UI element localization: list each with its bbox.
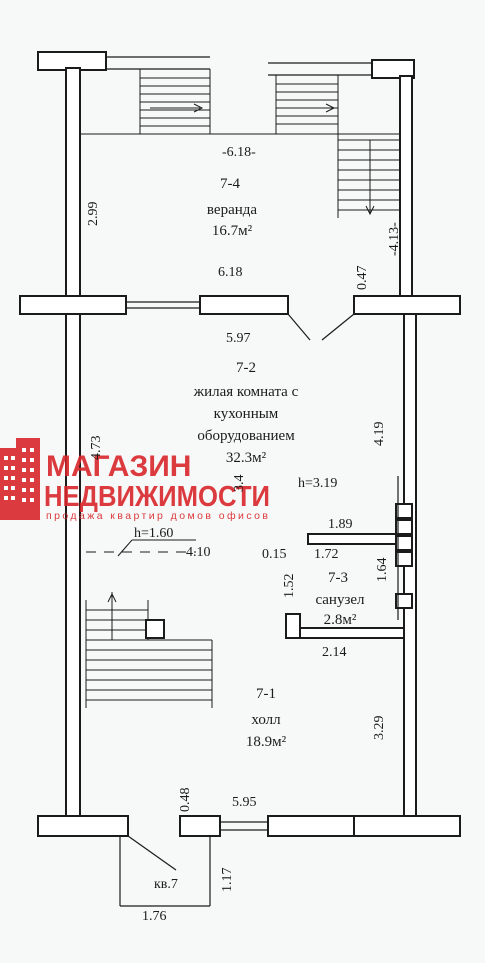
dim-bath-left: 1.52 bbox=[282, 574, 297, 599]
wall-veranda-right bbox=[399, 75, 413, 299]
dimension-labels: -6.18- 2.99 -4.13- 6.18 0.47 5.97 4.73 4… bbox=[86, 145, 402, 924]
fixture-4 bbox=[395, 551, 413, 567]
dim-hall-wall: 0.48 bbox=[178, 788, 193, 813]
living-name-3: оборудованием bbox=[197, 428, 295, 444]
dim-wall-thickness: 0.47 bbox=[355, 266, 370, 291]
fixture-2 bbox=[395, 519, 413, 535]
watermark-line2: НЕДВИЖИМОСТИ bbox=[44, 481, 270, 513]
dim-living-mid: 4.10 bbox=[186, 545, 211, 560]
wall-mid-center bbox=[199, 295, 289, 315]
dim-stair-partial: 3.4 bbox=[232, 475, 247, 493]
door-swing-right bbox=[321, 313, 355, 341]
wall-bath-top bbox=[307, 533, 405, 545]
wall-veranda-left bbox=[65, 67, 81, 299]
dim-porch-height: 1.17 bbox=[220, 868, 235, 893]
wall-top-right-cap bbox=[371, 59, 415, 79]
dim-porch-width: 1.76 bbox=[142, 909, 167, 924]
dim-bath-bottom: 2.14 bbox=[322, 645, 347, 660]
stairs bbox=[80, 69, 400, 708]
bath-name: санузел bbox=[315, 592, 365, 608]
hall-name: холл bbox=[251, 712, 281, 728]
walls bbox=[19, 51, 461, 907]
living-name-1: жилая комната с bbox=[193, 384, 299, 400]
watermark-line1: МАГАЗИН bbox=[46, 450, 191, 483]
dim-living-left: 4.73 bbox=[89, 436, 104, 461]
dim-bath-gap: 0.15 bbox=[262, 547, 287, 562]
wall-mid-right bbox=[353, 295, 461, 315]
wall-bath-bottom bbox=[285, 627, 405, 639]
dim-bath-right: 1.64 bbox=[375, 558, 390, 583]
dim-mezzanine-height: h=1.60 bbox=[134, 526, 173, 541]
porch-diag bbox=[127, 835, 177, 871]
veranda-code: 7-4 bbox=[220, 176, 240, 192]
wall-bottom-left bbox=[37, 815, 129, 837]
living-code: 7-2 bbox=[236, 360, 256, 376]
wall-bottom-right bbox=[353, 815, 461, 837]
room-labels: 7-4 веранда 16.7м² 7-2 жилая комната с к… bbox=[193, 176, 365, 750]
bath-area: 2.8м² bbox=[324, 612, 357, 628]
dim-top-width: -6.18- bbox=[222, 145, 256, 160]
hall-area: 18.9м² bbox=[246, 734, 287, 750]
wall-mid-left bbox=[19, 295, 127, 315]
wall-bath-stub bbox=[285, 613, 301, 639]
fixture-5 bbox=[395, 593, 413, 609]
hall-code: 7-1 bbox=[256, 686, 276, 702]
fixture-3 bbox=[395, 535, 413, 551]
living-area: 32.3м² bbox=[226, 450, 267, 466]
living-name-2: кухонным bbox=[214, 406, 279, 422]
watermark-tagline: продажа квартир домов офисов bbox=[46, 510, 268, 522]
dim-veranda-bottom: 6.18 bbox=[218, 265, 243, 280]
watermark: МАГАЗИН НЕДВИЖИМОСТИ продажа квартир дом… bbox=[0, 438, 270, 522]
wall-left-main bbox=[65, 313, 81, 819]
door-swing-left bbox=[287, 313, 311, 341]
veranda-area: 16.7м² bbox=[212, 223, 253, 239]
dim-bath-top: 1.89 bbox=[328, 517, 353, 532]
dim-bath-inner: 1.72 bbox=[314, 547, 339, 562]
dim-living-right: 4.19 bbox=[372, 422, 387, 447]
building-icon bbox=[0, 438, 40, 520]
veranda-name: веранда bbox=[207, 202, 257, 218]
bath-code: 7-3 bbox=[328, 570, 348, 586]
dim-hall-bottom: 5.95 bbox=[232, 795, 257, 810]
apartment-label: кв.7 bbox=[154, 877, 178, 892]
stair-post bbox=[145, 619, 165, 639]
wall-bottom-center bbox=[267, 815, 355, 837]
dim-living-top: 5.97 bbox=[226, 331, 251, 346]
fixture-1 bbox=[395, 503, 413, 519]
wall-bottom-center-left bbox=[179, 815, 221, 837]
dim-stair-right: -4.13- bbox=[387, 222, 402, 256]
dim-veranda-height: 2.99 bbox=[86, 202, 101, 227]
dim-ceiling-height: h=3.19 bbox=[298, 476, 337, 491]
dim-hall-right: 3.29 bbox=[372, 716, 387, 741]
